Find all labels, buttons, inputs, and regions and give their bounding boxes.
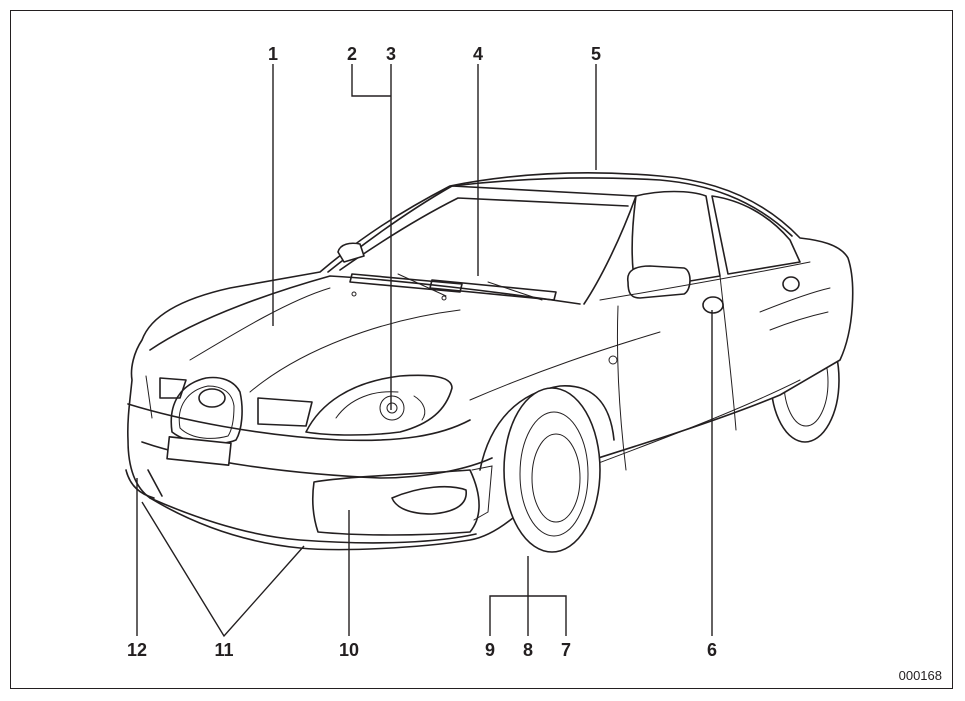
headlight — [305, 374, 453, 436]
car-body — [127, 172, 854, 551]
emblem — [198, 388, 226, 408]
callout-12: 12 — [127, 640, 147, 660]
callout-2: 2 — [347, 44, 357, 64]
car-illustration — [125, 172, 854, 553]
diagram-frame — [10, 10, 953, 689]
front-wheel — [503, 387, 601, 553]
callout-11: 11 — [214, 640, 233, 660]
side-mirror — [626, 265, 691, 299]
callout-10: 10 — [339, 640, 359, 660]
callout-labels: 1 2 3 4 5 6 7 8 9 10 11 12 — [127, 44, 717, 660]
callout-3: 3 — [386, 44, 396, 64]
callout-9: 9 — [485, 640, 495, 660]
figure-id: 000168 — [899, 668, 942, 683]
callout-4: 4 — [473, 44, 483, 64]
callout-6: 6 — [707, 640, 717, 660]
license-plate — [166, 436, 232, 466]
callout-1: 1 — [268, 44, 278, 64]
front-door-handle — [702, 296, 724, 314]
callout-8: 8 — [523, 640, 533, 660]
callout-5: 5 — [591, 44, 601, 64]
callout-7: 7 — [561, 640, 571, 660]
leader-lines — [136, 64, 713, 638]
